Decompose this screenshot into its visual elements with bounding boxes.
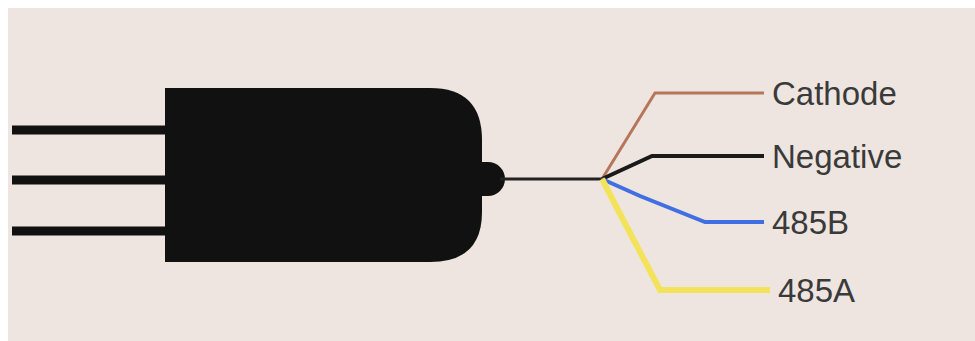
top-strip <box>0 0 975 8</box>
pin <box>12 126 170 135</box>
wire-label: 485A <box>778 274 855 307</box>
wire-label: 485B <box>772 206 849 239</box>
cable <box>500 178 602 181</box>
wire-label: Negative <box>772 140 902 173</box>
pin <box>12 227 170 236</box>
wire-label: Cathode <box>772 77 897 110</box>
left-strip <box>0 0 8 341</box>
yellow-wire <box>602 179 770 290</box>
brown-wire <box>602 93 764 179</box>
blue-wire <box>602 179 764 222</box>
pin <box>12 176 170 185</box>
plug-body <box>165 88 482 262</box>
black-wire <box>602 156 764 179</box>
plug-pins <box>12 130 170 231</box>
